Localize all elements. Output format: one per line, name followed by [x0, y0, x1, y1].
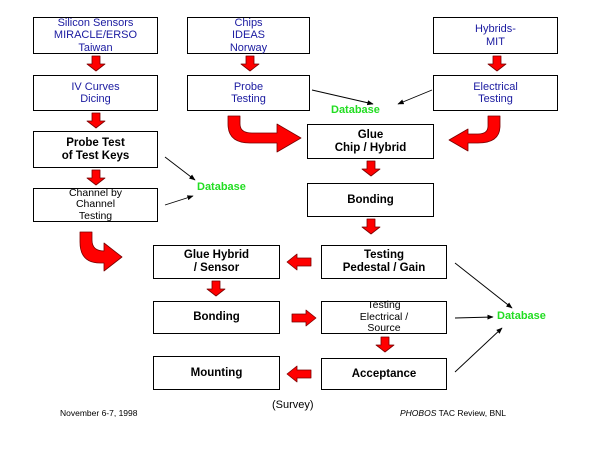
- iv-curves-line-2: Dicing: [80, 93, 111, 105]
- database-label-left: Database: [197, 181, 246, 193]
- silicon-sensors-line-1: Silicon Sensors: [57, 17, 134, 30]
- mounting-box: Mounting: [153, 356, 280, 390]
- probe-testing-line-2: Testing: [231, 93, 266, 105]
- glue-hybrid-sensor-line-2: / Sensor: [193, 262, 240, 274]
- database-label-right: Database: [497, 310, 546, 322]
- red-arrow-hybrids-to-electrical: [487, 55, 507, 72]
- red-arrow-acceptance-to-mounting: [286, 365, 312, 383]
- red-flow-arrows: [79, 55, 507, 383]
- chips-line-1: Chips: [234, 17, 263, 30]
- electrical-testing-line-1: Electrical: [473, 80, 518, 93]
- testing-pedestal-gain-box: Testing Pedestal / Gain: [321, 245, 447, 279]
- connector-electrical-source-to-database: [454, 314, 494, 320]
- probe-test-keys-box: Probe Test of Test Keys: [33, 131, 158, 168]
- glue-chip-hybrid-line-1: Glue: [357, 128, 384, 141]
- chips-line-2: IDEAS: [231, 29, 265, 42]
- red-arrow-channel-curve-to-glue-sensor: [79, 231, 123, 272]
- probe-test-keys-line-2: of Test Keys: [61, 149, 130, 162]
- silicon-sensors-box: Silicon Sensors MIRACLE/ERSO Taiwan: [33, 17, 158, 54]
- hybrids-box: Hybrids- MIT: [433, 17, 558, 54]
- probe-testing-line-1: Probe: [233, 80, 264, 93]
- red-arrow-electrical-curve-to-glue: [448, 115, 501, 152]
- database-connector-arrows: [164, 89, 513, 373]
- chips-line-3: Norway: [229, 41, 268, 54]
- channel-testing-line-1: Channel by: [68, 186, 123, 199]
- testing-electrical-line-1: Testing: [367, 299, 401, 312]
- glue-hybrid-sensor-box: Glue Hybrid / Sensor: [153, 245, 280, 279]
- iv-curves-line-1: IV Curves: [71, 80, 120, 93]
- connector-electrical-to-database: [397, 89, 433, 105]
- footer-review: PHOBOS TAC Review, BNL: [400, 408, 506, 418]
- footer-survey: (Survey): [272, 399, 314, 411]
- silicon-sensors-line-2: MIRACLE/ERSO: [53, 29, 138, 42]
- hybrids-line-1: Hybrids-: [475, 23, 516, 36]
- testing-pedestal-line-2: Pedestal / Gain: [342, 262, 426, 274]
- channel-testing-line-2: Channel: [75, 198, 116, 211]
- glue-chip-hybrid-box: Glue Chip / Hybrid: [307, 124, 434, 159]
- testing-electrical-source-box: Testing Electrical / Source: [321, 299, 447, 335]
- testing-electrical-line-3: Source: [367, 322, 401, 335]
- glue-hybrid-sensor-line-1: Glue Hybrid: [183, 249, 250, 262]
- chips-box: Chips IDEAS Norway: [187, 17, 310, 54]
- red-arrow-glue-sensor-to-bonding: [206, 280, 226, 297]
- footer-review-italic: PHOBOS: [400, 408, 437, 418]
- acceptance-box: Acceptance: [321, 358, 447, 390]
- acceptance-label: Acceptance: [351, 367, 417, 380]
- red-arrow-bonding-to-testing: [361, 218, 381, 235]
- hybrids-line-2: MIT: [486, 35, 505, 48]
- glue-chip-hybrid-line-2: Chip / Hybrid: [334, 141, 407, 154]
- probe-testing-box: Probe Testing: [187, 75, 310, 111]
- connector-probe-keys-to-database: [164, 156, 196, 181]
- connector-acceptance-to-database: [454, 327, 503, 373]
- testing-pedestal-line-1: Testing: [363, 249, 405, 262]
- electrical-testing-box: Electrical Testing: [433, 75, 558, 111]
- testing-electrical-line-2: Electrical /: [359, 310, 409, 323]
- database-label-top: Database: [331, 104, 380, 116]
- connector-channel-to-database: [164, 195, 194, 206]
- bonding-top-box: Bonding: [307, 183, 434, 217]
- electrical-testing-line-2: Testing: [478, 93, 513, 105]
- connector-probe-to-database: [311, 89, 374, 106]
- iv-curves-dicing-box: IV Curves Dicing: [33, 75, 158, 111]
- bonding-bottom-label: Bonding: [193, 311, 240, 324]
- channel-testing-box: Channel by Channel Testing: [33, 186, 158, 222]
- footer-date: November 6-7, 1998: [60, 408, 138, 418]
- red-arrow-glue-to-bonding: [361, 160, 381, 177]
- channel-testing-line-3: Testing: [78, 209, 113, 222]
- bonding-top-label: Bonding: [347, 193, 394, 206]
- red-arrow-iv-to-probe-keys: [86, 112, 106, 129]
- mounting-label: Mounting: [190, 366, 243, 379]
- connector-pedestal-to-database: [454, 262, 513, 309]
- red-arrow-pedestal-to-glue-sensor: [286, 253, 312, 271]
- red-arrow-probe-keys-to-channel: [86, 169, 106, 186]
- footer-review-rest: TAC Review, BNL: [436, 408, 506, 418]
- red-arrow-probe-curve-to-glue: [227, 115, 302, 153]
- silicon-sensors-line-3: Taiwan: [78, 41, 113, 54]
- red-arrow-sensors-to-iv: [86, 55, 106, 72]
- bonding-bottom-box: Bonding: [153, 301, 280, 334]
- red-arrow-electrical-to-acceptance: [375, 336, 395, 353]
- probe-test-keys-line-1: Probe Test: [66, 136, 125, 149]
- red-arrow-bonding-to-electrical: [291, 309, 317, 327]
- red-arrow-chips-to-probe: [240, 55, 260, 72]
